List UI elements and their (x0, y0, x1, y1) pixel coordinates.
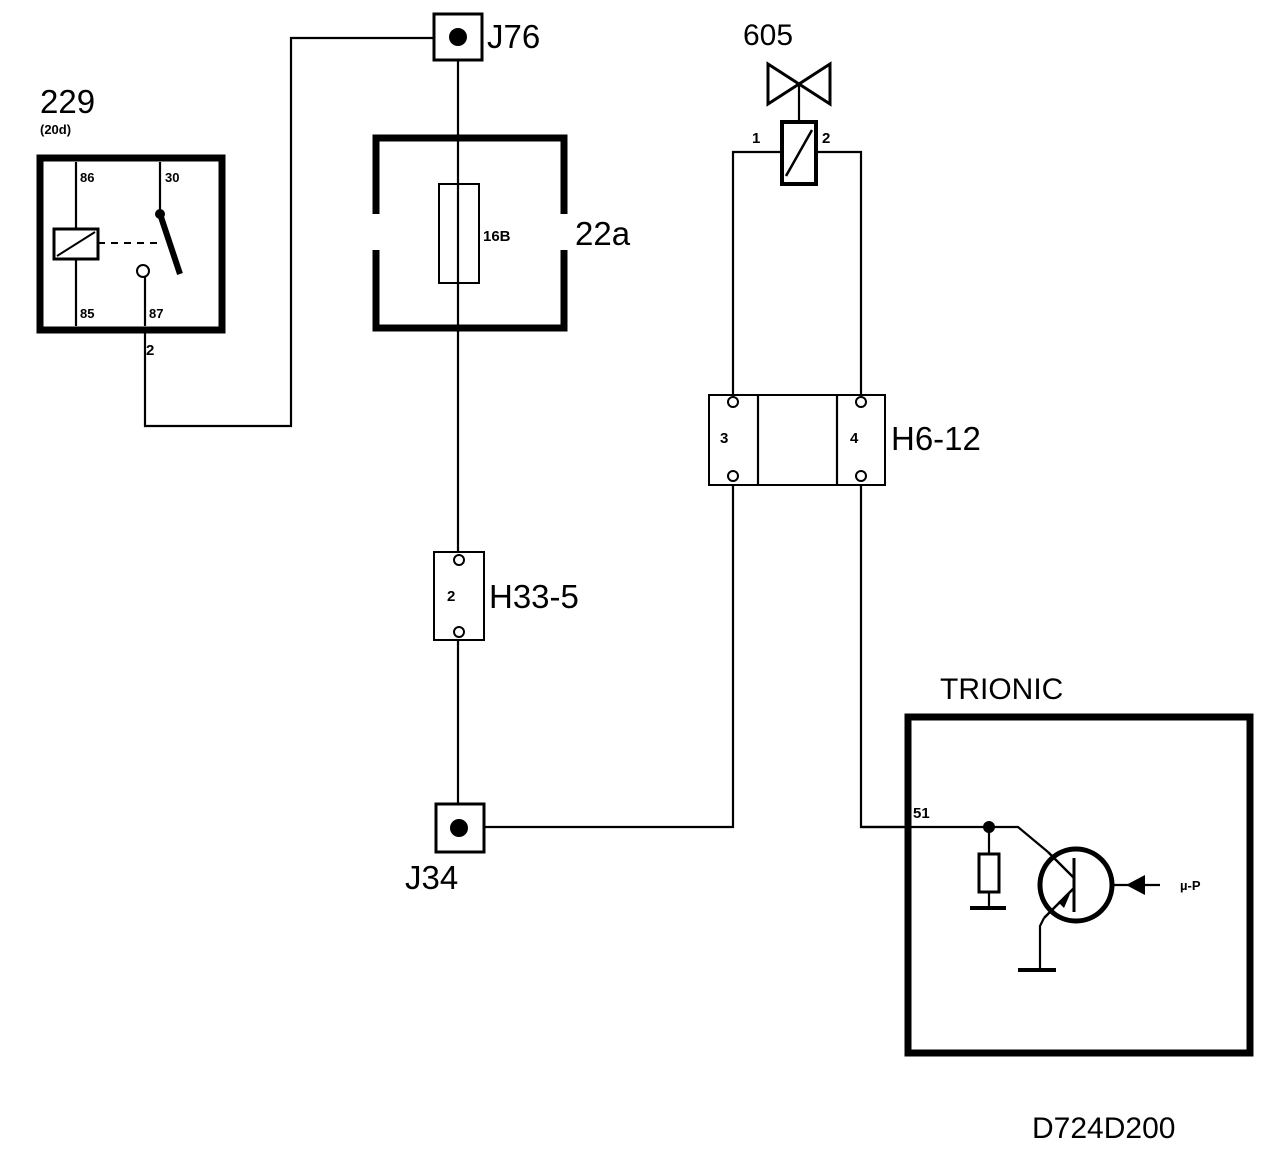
connector-h33-pin-top (453, 554, 465, 566)
wire-j34-to-h6 (470, 477, 735, 829)
relay-229: 229 (20d) 86 30 85 87 2 (36, 83, 226, 359)
junction-j76: J76 (432, 12, 540, 62)
junction-j34: J34 (405, 802, 486, 896)
junction-j34-label: J34 (405, 859, 458, 896)
connector-h6-pin-left: 3 (720, 430, 728, 447)
valve-pin-1: 1 (752, 130, 760, 147)
fuse-block-gap-left (368, 214, 386, 250)
connector-h6-pin4-bottom (855, 470, 867, 482)
valve-pin-2: 2 (822, 130, 830, 147)
ecu-label: TRIONIC (940, 673, 1063, 706)
junction-j34-dot (450, 819, 468, 837)
ecu-emitter-lead (1038, 917, 1045, 970)
ecu-signal-label: µ-P (1180, 878, 1201, 893)
relay-pin-86: 86 (80, 170, 94, 185)
relay-wire-pin: 2 (146, 342, 154, 359)
relay-switch-arm (157, 213, 183, 275)
fuse-block-22a: 16B 22a (368, 134, 631, 332)
ecu-signal-arrow (1126, 875, 1145, 895)
connector-h33-5: 2 H33-5 (433, 551, 579, 641)
wire-relay-to-j76 (143, 36, 445, 428)
fuse-block-gap-right (556, 214, 574, 250)
ecu-trionic: TRIONIC 51 µ-P (861, 673, 1254, 1057)
valve-symbol-left (766, 61, 802, 107)
relay-contact-87 (136, 264, 150, 278)
connector-h6-pin-right: 4 (850, 430, 859, 447)
relay-coil-slash (56, 231, 96, 257)
fuse-block-label: 22a (575, 215, 631, 252)
drawing-id: D724D200 (1032, 1112, 1175, 1145)
valve-label: 605 (743, 19, 793, 52)
valve-solenoid-slash (784, 129, 814, 177)
ecu-transistor-collector (1047, 851, 1075, 879)
connector-h6-pin4-top (855, 396, 867, 408)
relay-pin-30: 30 (165, 170, 179, 185)
junction-j76-label: J76 (487, 18, 540, 55)
ecu-emitter-arrow (1058, 894, 1070, 908)
wire-valve-pin2-to-h6 (816, 150, 863, 401)
valve-symbol-right (796, 61, 832, 107)
relay-pin-87: 87 (149, 306, 163, 321)
connector-h6-pin3-bottom (727, 470, 739, 482)
relay-pin-85: 85 (80, 306, 94, 321)
connector-h33-body (433, 551, 485, 641)
relay-label: 229 (40, 83, 95, 120)
junction-j76-dot (449, 28, 467, 46)
ecu-collector-lead (989, 825, 1049, 853)
connector-h6-12: 3 4 H6-12 (708, 394, 981, 486)
connector-h33-pin-bottom (453, 626, 465, 638)
connector-h6-pin3-top (727, 396, 739, 408)
wire-h6-to-valve-pin1 (731, 150, 782, 401)
connector-h33-pin-number: 2 (447, 588, 455, 605)
ecu-pin: 51 (913, 805, 930, 822)
connector-h33-label: H33-5 (489, 578, 579, 615)
connector-h6-body (708, 394, 886, 486)
ecu-resistor (977, 852, 1001, 894)
fuse-rating: 16B (483, 228, 511, 245)
connector-h6-label: H6-12 (891, 420, 981, 457)
relay-sublabel: (20d) (40, 122, 71, 137)
valve-605: 605 1 2 (743, 19, 832, 186)
